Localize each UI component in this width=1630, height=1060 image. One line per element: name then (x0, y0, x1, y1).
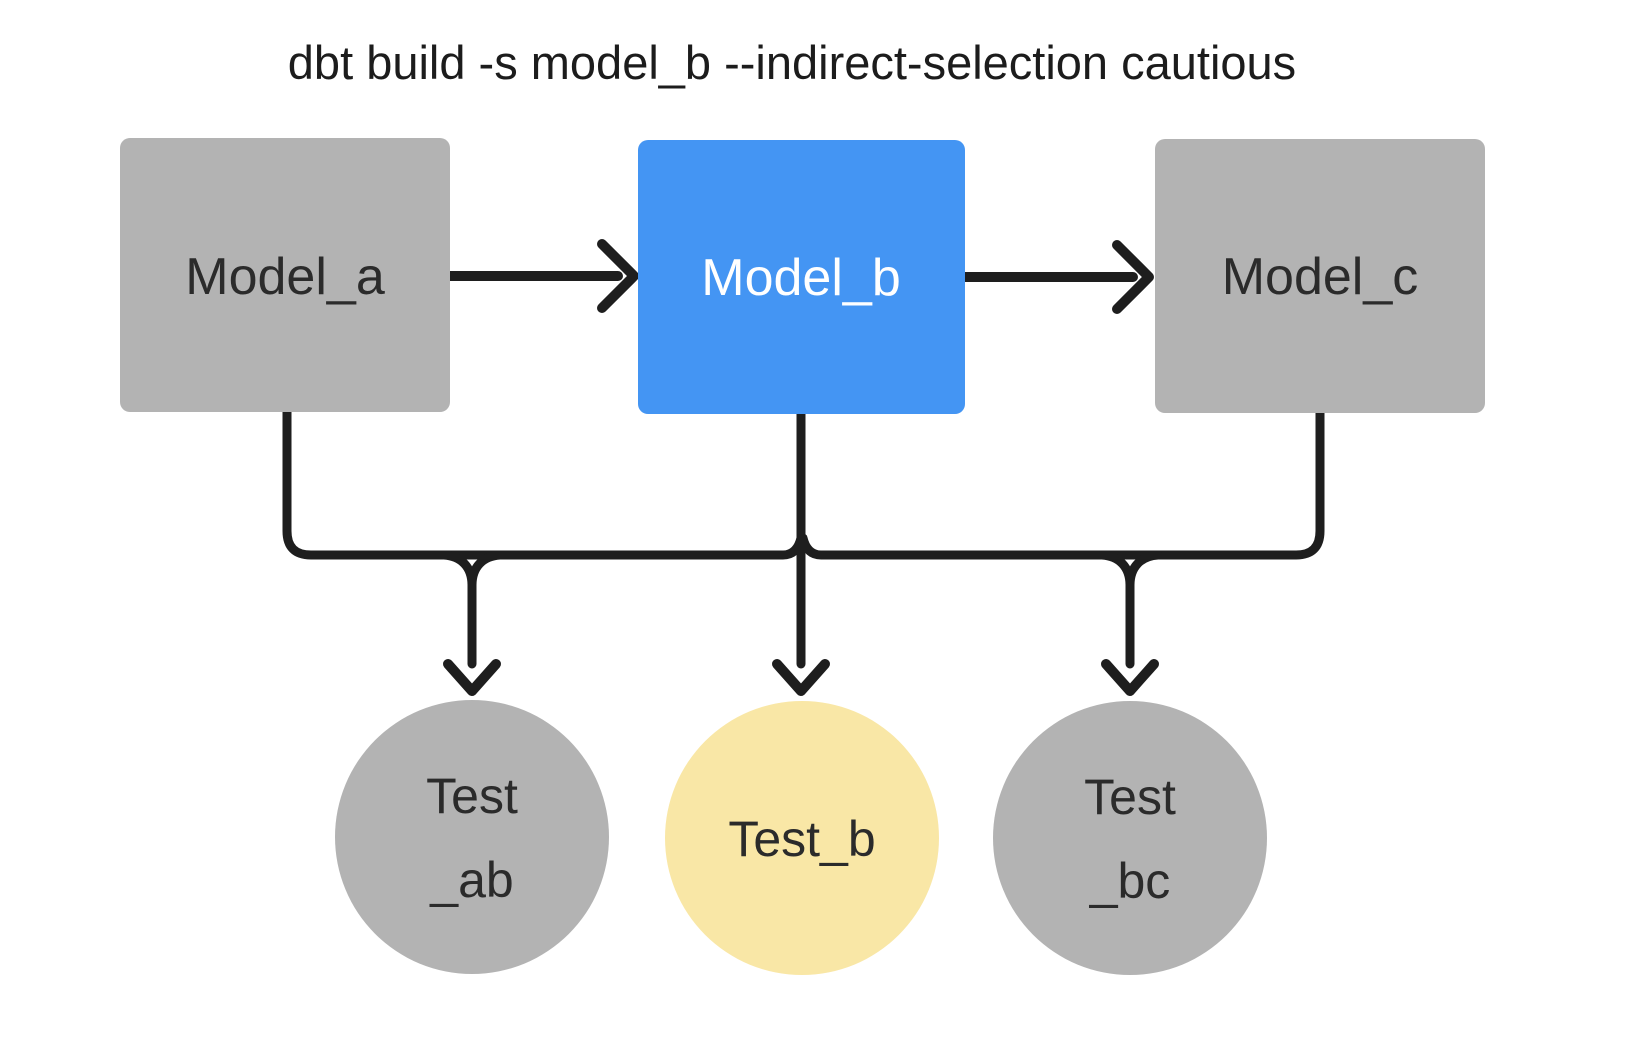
diagram-title: dbt build -s model_b --indirect-selectio… (288, 36, 1296, 89)
test-bc-label-line1: Test (1084, 769, 1176, 825)
model-b-node-selected: Model_b (638, 140, 965, 414)
model-b-label: Model_b (701, 249, 900, 307)
model-c-label: Model_c (1222, 248, 1419, 306)
test-b-label: Test_b (728, 811, 875, 867)
model-c-box (1155, 139, 1485, 413)
edge-model-b-to-model-c-arrow (960, 240, 1154, 314)
edge-branch-to-test-ab-arrowhead (443, 659, 501, 696)
test-b-node-selected: Test_b (665, 701, 939, 975)
edge-model-b-to-test-b-arrowhead (772, 659, 830, 696)
model-a-label: Model_a (185, 248, 385, 306)
edge-branch-to-test-bc-arrowhead (1101, 659, 1159, 696)
test-b-circle (665, 701, 939, 975)
edge-model-a-down-connector (282, 407, 806, 560)
model-b-box (638, 140, 965, 414)
model-c-node: Model_c (1155, 139, 1485, 413)
test-bc-node: Test _bc (993, 701, 1267, 975)
test-ab-node: Test _ab (335, 700, 609, 974)
test-ab-circle (335, 700, 609, 974)
test-ab-label-line2: _ab (429, 852, 513, 908)
edge-model-a-to-model-b-arrow (445, 239, 639, 313)
edge-branch-to-test-bc-line (1097, 550, 1163, 669)
model-a-node: Model_a (120, 138, 450, 412)
model-a-box (120, 138, 450, 412)
test-bc-circle (993, 701, 1267, 975)
test-bc-label-line2: _bc (1089, 853, 1171, 909)
edge-branch-to-test-ab-line (439, 550, 505, 669)
edge-model-c-down-connector (798, 408, 1325, 560)
test-ab-label-line1: Test (426, 768, 518, 824)
